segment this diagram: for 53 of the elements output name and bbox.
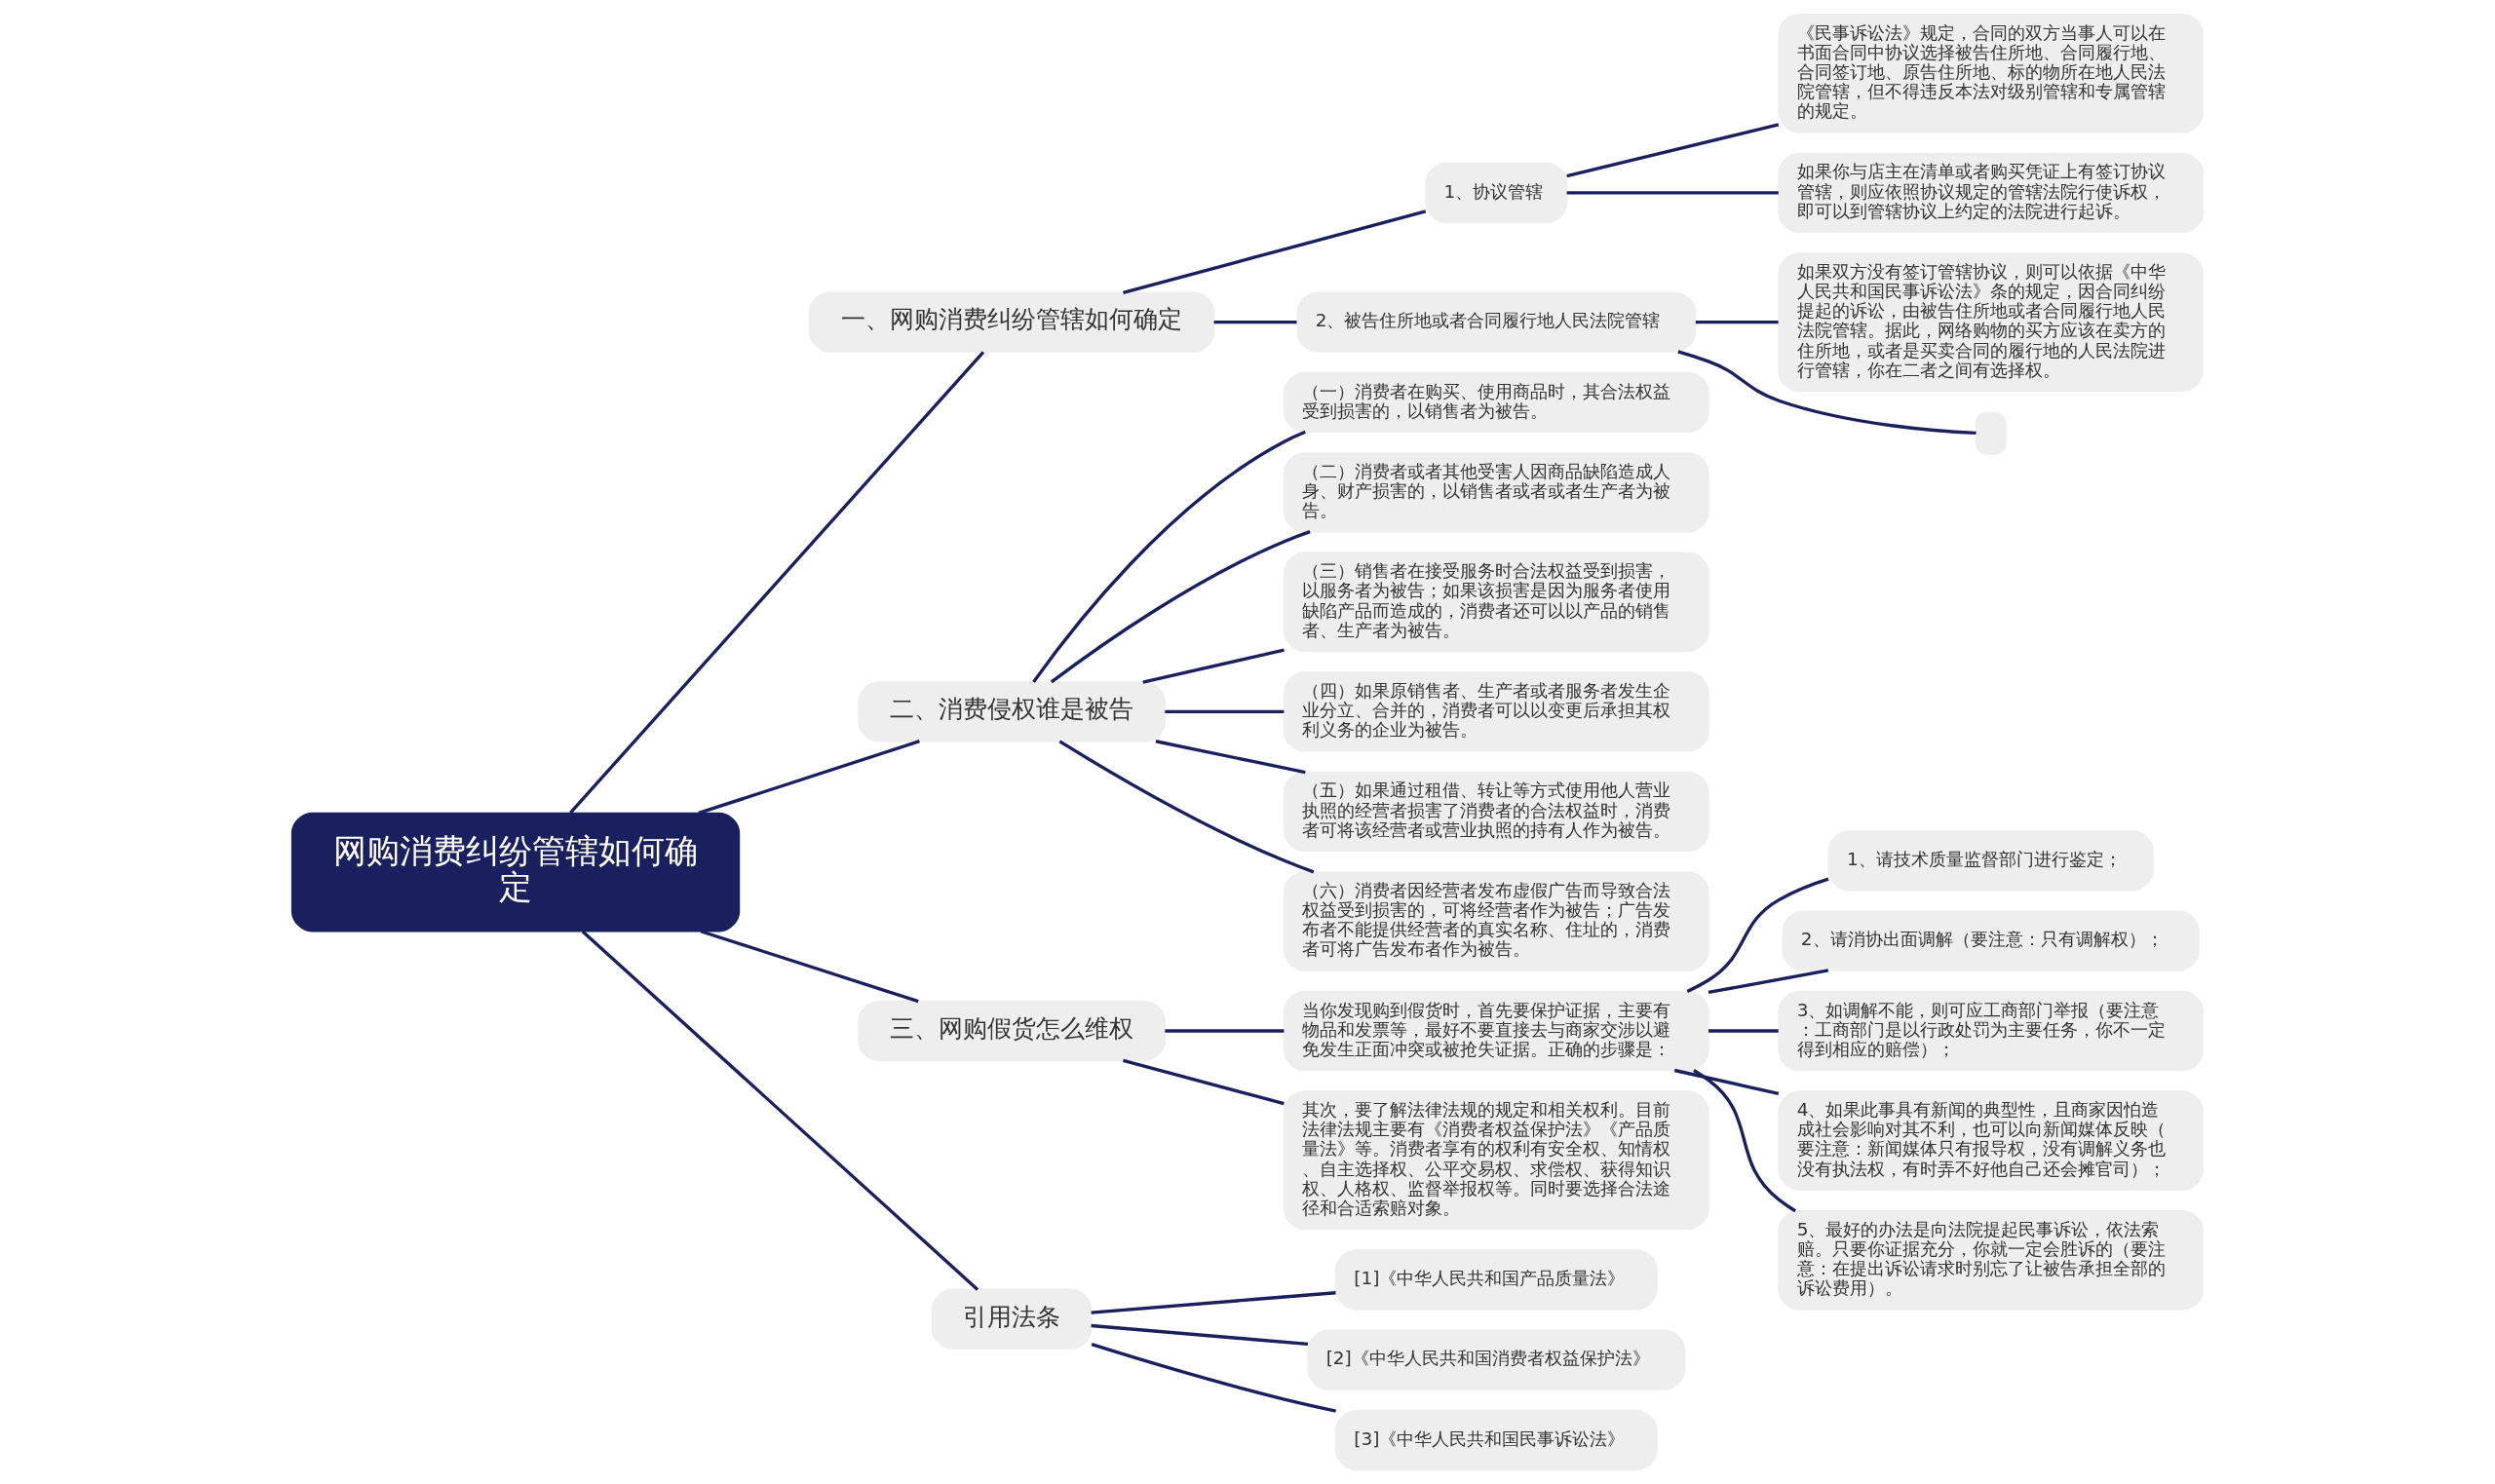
connector [1091,1343,1336,1413]
node-box: 1、协议管辖 [1425,162,1568,223]
node-box: 1、请技术质量监督部门进行鉴定； [1827,830,2154,892]
node-box: 当你发现购到假货时，首先要保护证据，主要有物品和发票等，最好不要直接去与商家交涉以避免发生正面冲突或被抢失证据。正确的步骤是： [1283,990,1709,1072]
connector [1123,209,1427,294]
node-box: 5、最好的办法是向法院提起民事诉讼，依法索赔。只要你证据充分，你就一定会胜诉的（要注意：在提出诉讼请求时别忘了让被告承担全部的诉讼费用）。 [1778,1210,2205,1311]
connector [1050,530,1311,684]
connector [1165,1029,1285,1033]
connector [1142,648,1285,684]
node-box: [3]《中华人民共和国民事诉讼法》 [1334,1409,1658,1471]
connector [1708,1029,1779,1033]
connector [698,740,920,816]
node-box: 3、如调解不能，则可应工商部门举报（要注意：工商部门是以行政处罚为主要任务，你不一定得到相应的赔偿）； [1778,990,2205,1072]
node-box: 二、消费侵权谁是被告 [858,681,1166,742]
node-box: 其次，要了解法律法规的规定和相关权利。目前法律法规主要有《消费者权益保护法》《产品质量法》等。消费者享有的权利有安全权、知情权、自主选择权、公平交易权、求偿权、获得知识权、人格权、监督举报权等。同时要选择合法途径和合适索赔对象。 [1283,1090,1709,1231]
connector [1677,350,1977,436]
connector [1673,1068,1780,1095]
node-box: （四）如果原销售者、生产者或者服务者发生企业分立、合并的，消费者可以以变更后承担其权利义务的企业为被告。 [1283,671,1709,752]
connector [1686,877,1829,994]
connector [1708,969,1829,995]
node-box: 2、请消协出面调解（要注意：只有调解权）； [1782,910,2200,971]
node-box: 如果双方没有签订管辖协议，则可以依据《中华人民共和国民事诉讼法》条的规定，因合同纠纷提起的诉讼，由被告住所地或者合同履行地人民法院管辖。据此，网络购物的买方应该在卖方的住所地，或者是买卖合同的履行地的人民法院进行管辖，你在二者之间有选择权。 [1778,252,2205,392]
connector [1693,1069,1796,1213]
connector [1213,320,1297,324]
node-box: 2、被告住所地或者合同履行地人民法院管辖 [1296,291,1697,353]
node-box [1975,412,2007,455]
node-box: 4、如果此事具有新闻的典型性，且商家因怕造成社会影响对其不利，也可以向新闻媒体反映（要注意：新闻媒体只有报导权，没有调解义务也没有执法权，有时弄不好他自己还会摊官司）； [1778,1090,2205,1191]
node-box: 三、网购假货怎么维权 [858,1000,1166,1062]
connector [700,930,919,1004]
connector [569,351,985,815]
connector [1123,1058,1285,1106]
node-box: 一、网购消费纠纷管辖如何确定 [808,291,1215,353]
node-box: 《民事诉讼法》规定，合同的双方当事人可以在书面合同中协议选择被告住所地、合同履行地、合同签订地、原告住所地、标的物所在地人民法院管辖，但不得违反本法对级别管辖和专属管辖的规定。 [1778,13,2205,133]
connector [1566,123,1780,178]
node-box: （二）消费者或者其他受害人因商品缺陷造成人身、财产损害的，以销售者或者或者生产者为被告。 [1283,452,1709,533]
node-box: 引用法条 [931,1288,1093,1350]
node-box: 如果你与店主在清单或者购买凭证上有签订协议管辖，则应依照协议规定的管辖法院行使诉权，即可以到管辖协议上约定的法院进行起诉。 [1778,152,2205,233]
node-box: [2]《中华人民共和国消费者权益保护法》 [1307,1329,1686,1390]
node-box: （六）消费者因经营者发布虚假广告而导致合法权益受到损害的，可将经营者作为被告；广告发布者不能提供经营者的真实名称、住址的，消费者可将广告发布者作为被告。 [1283,871,1709,971]
node-box: （五）如果通过租借、转让等方式使用他人营业执照的经营者损害了消费者的合法权益时，消费者可将该经营者或营业执照的持有人作为被告。 [1283,771,1709,853]
connector [1566,191,1779,195]
connector [1058,740,1315,874]
connector [1032,430,1306,683]
connector [1155,740,1306,775]
connector [1695,320,1779,324]
connector [581,930,979,1291]
connector [1091,1323,1309,1347]
connector [1165,709,1285,714]
node-box: 网购消费纠纷管辖如何确定 [290,812,741,932]
node-box: [1]《中华人民共和国产品质量法》 [1334,1249,1658,1311]
node-box: （一）消费者在购买、使用商品时，其合法权益受到损害的，以销售者为被告。 [1283,371,1709,433]
node-box: （三）销售者在接受服务时合法权益受到损害，以服务者为被告；如果该损害是因为服务者使用缺陷产品而造成的，消费者还可以以产品的销售者、生产者为被告。 [1283,552,1709,653]
connector [1091,1291,1336,1314]
